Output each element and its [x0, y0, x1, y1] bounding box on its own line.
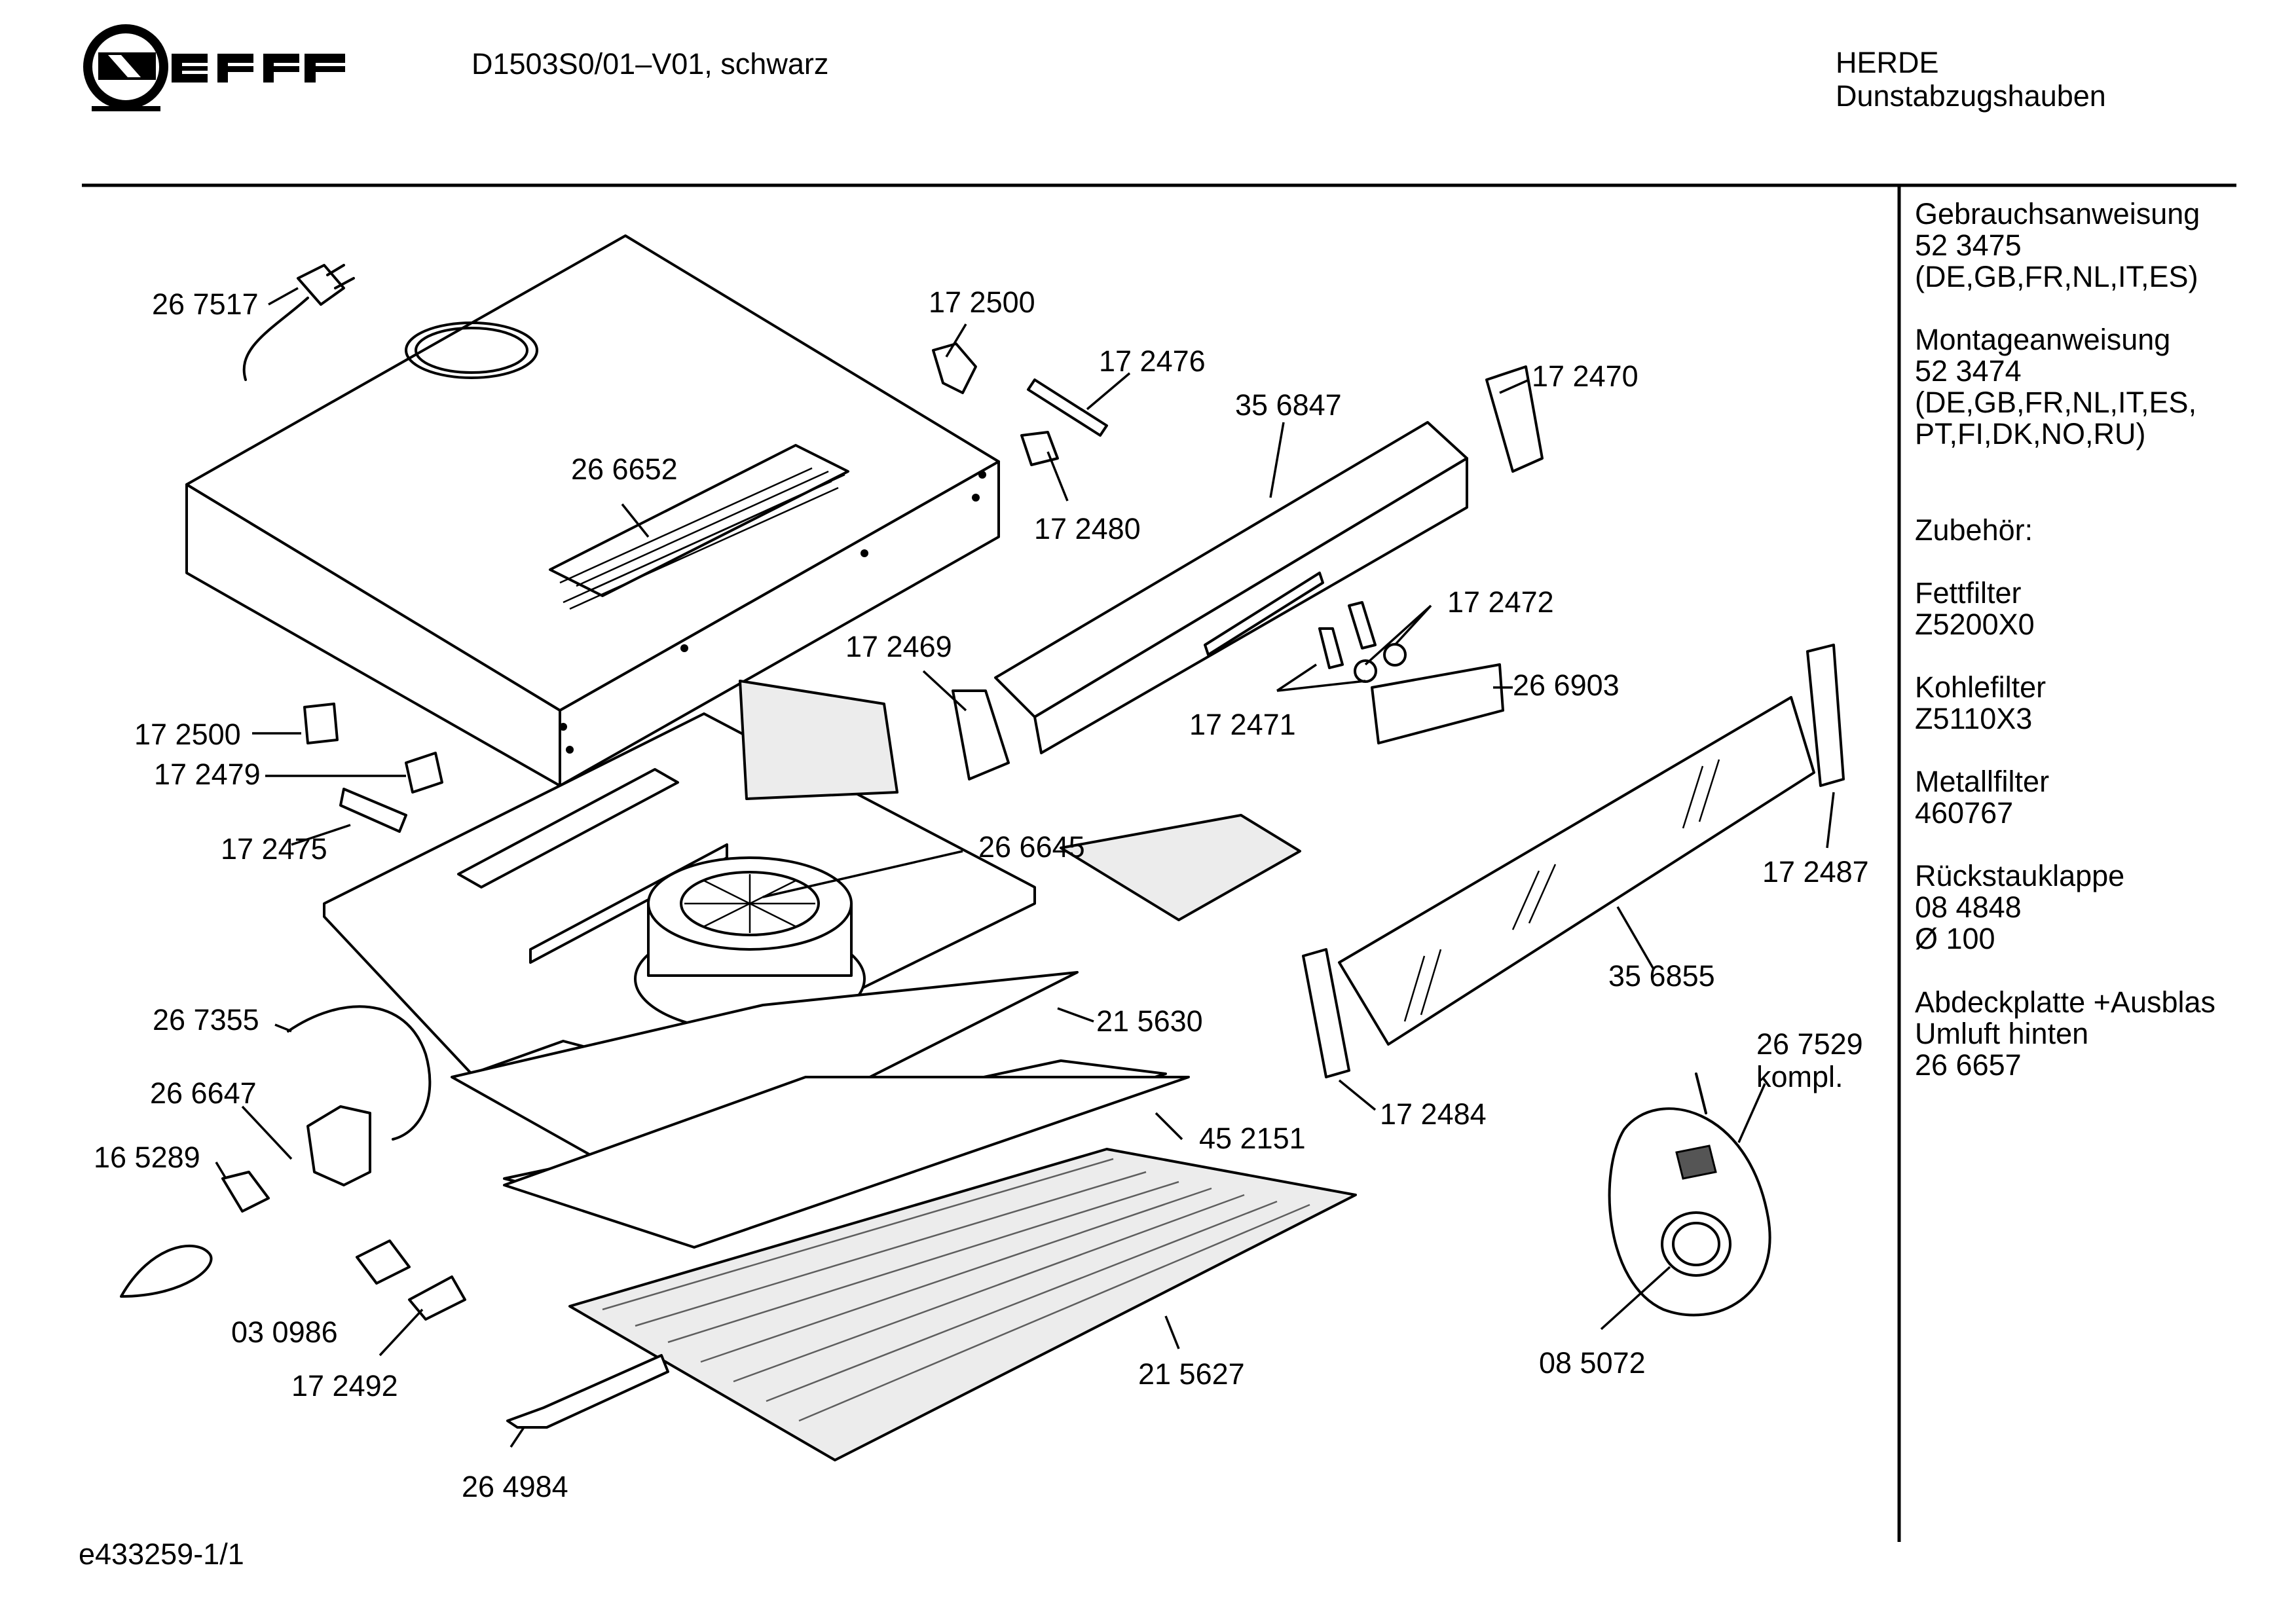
part-label: 21 5627 [1138, 1357, 1245, 1391]
part-label: 26 6652 [571, 452, 678, 486]
manual-title: Gebrauchsanweisung [1915, 197, 2200, 230]
part-label: 17 2500 [134, 718, 241, 751]
drawing-id: e433259-1/1 [79, 1537, 244, 1571]
part-label: 17 2469 [845, 630, 952, 663]
part-label: 26 7517 [152, 287, 259, 321]
accessory-name: Fettfilter [1915, 576, 2022, 610]
accessory-name: Abdeckplatte +Ausblas [1915, 985, 2216, 1019]
leader-lines [215, 287, 1835, 1448]
accessory-extra: 26 6657 [1915, 1048, 2022, 1082]
part-label: 03 0986 [231, 1315, 338, 1349]
accessory-code: Z5200X0 [1915, 608, 2035, 641]
part-label: 26 6645 [978, 830, 1085, 864]
part-label: 35 6855 [1608, 959, 1715, 993]
part-label: kompl. [1756, 1060, 1843, 1093]
accessories-title: Zubehör: [1915, 513, 2033, 547]
part-label: 26 6903 [1513, 669, 1620, 702]
power-cord [242, 264, 355, 381]
part-label: 26 7529 [1756, 1027, 1863, 1061]
part-label: 21 5630 [1096, 1004, 1203, 1038]
accessory-name: Kohlefilter [1915, 670, 2046, 704]
part-label: 16 5289 [94, 1141, 200, 1174]
accessory-name: Metallfilter [1915, 765, 2050, 798]
part-label: 26 6647 [150, 1076, 257, 1110]
mount-languages-1: (DE,GB,FR,NL,IT,ES, [1915, 386, 2197, 419]
glass-visor [1338, 696, 1815, 1046]
part-label: 08 5072 [1539, 1346, 1646, 1380]
front-strip [994, 421, 1468, 754]
part-label: 35 6847 [1235, 388, 1342, 422]
manual-number: 52 3475 [1915, 229, 2022, 262]
part-label: 26 7355 [153, 1003, 259, 1036]
accessory-code: Z5110X3 [1915, 702, 2033, 735]
mount-number: 52 3474 [1915, 354, 2022, 388]
recirculation-kit [1608, 1072, 1771, 1317]
model-title: D1503S0/01–V01, schwarz [472, 47, 829, 81]
category-title: HERDE [1836, 46, 1939, 79]
part-label: 17 2471 [1189, 708, 1296, 741]
accessory-code: 460767 [1915, 796, 2014, 830]
part-label: 17 2480 [1034, 512, 1141, 545]
mount-languages-2: PT,FI,DK,NO,RU) [1915, 417, 2146, 450]
part-label: 17 2479 [154, 758, 261, 791]
part-label: 17 2472 [1447, 585, 1554, 619]
mount-title: Montageanweisung [1915, 323, 2171, 356]
accessory-extra: Ø 100 [1915, 922, 1995, 955]
part-label: 17 2492 [291, 1369, 398, 1402]
part-label: 17 2475 [221, 832, 327, 866]
side-parts [303, 342, 1845, 1078]
manual-languages: (DE,GB,FR,NL,IT,ES) [1915, 260, 2198, 293]
part-label: 17 2484 [1380, 1097, 1487, 1131]
accessory-code: 08 4848 [1915, 890, 2022, 924]
part-label: 17 2500 [929, 285, 1035, 319]
lamp-assembly [120, 1005, 466, 1321]
part-label: 45 2151 [1199, 1122, 1306, 1155]
part-label: 17 2487 [1762, 855, 1869, 888]
subcategory-title: Dunstabzugshauben [1836, 79, 2106, 113]
part-label: 17 2476 [1099, 344, 1206, 378]
hood-housing [185, 234, 1000, 787]
accessory-code: Umluft hinten [1915, 1017, 2089, 1050]
part-label: 26 4984 [462, 1470, 568, 1503]
accessory-name: Rückstauklappe [1915, 859, 2125, 892]
neff-logo [83, 24, 345, 111]
part-label: 17 2470 [1532, 359, 1639, 393]
filter-layers [451, 971, 1357, 1461]
